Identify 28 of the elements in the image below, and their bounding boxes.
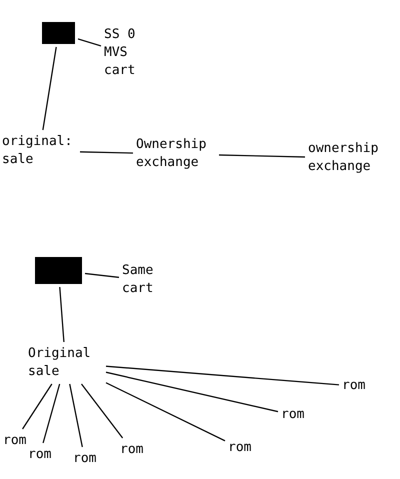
- connector-line: [59, 286, 64, 342]
- connector-line: [81, 384, 124, 438]
- connector-line: [69, 384, 83, 448]
- filled-block: [35, 257, 82, 284]
- node-label: ownership exchange: [308, 140, 388, 176]
- node-label: rom: [120, 441, 144, 459]
- connector-line: [106, 372, 278, 412]
- node-label: SS 0 MVS cart: [104, 26, 144, 80]
- node-label: rom: [73, 450, 96, 468]
- node-label: original: sale: [2, 133, 77, 169]
- connector-line: [78, 38, 102, 47]
- filled-block: [42, 22, 75, 44]
- connector-line: [22, 384, 52, 430]
- node-label: Same cart: [122, 262, 162, 298]
- node-label: Ownership exchange: [136, 136, 216, 172]
- connector-line: [42, 384, 60, 444]
- connector-line: [84, 272, 120, 278]
- connector-line: [106, 366, 340, 386]
- connector-line: [42, 46, 57, 130]
- node-label: rom: [281, 406, 304, 424]
- node-label: Original sale: [28, 345, 103, 381]
- connector-line: [80, 151, 134, 154]
- node-label: rom: [228, 439, 252, 457]
- node-label: rom: [28, 446, 52, 464]
- node-label: rom: [3, 432, 26, 450]
- connector-line: [218, 154, 306, 158]
- node-label: rom: [342, 377, 366, 395]
- connector-line: [106, 382, 226, 442]
